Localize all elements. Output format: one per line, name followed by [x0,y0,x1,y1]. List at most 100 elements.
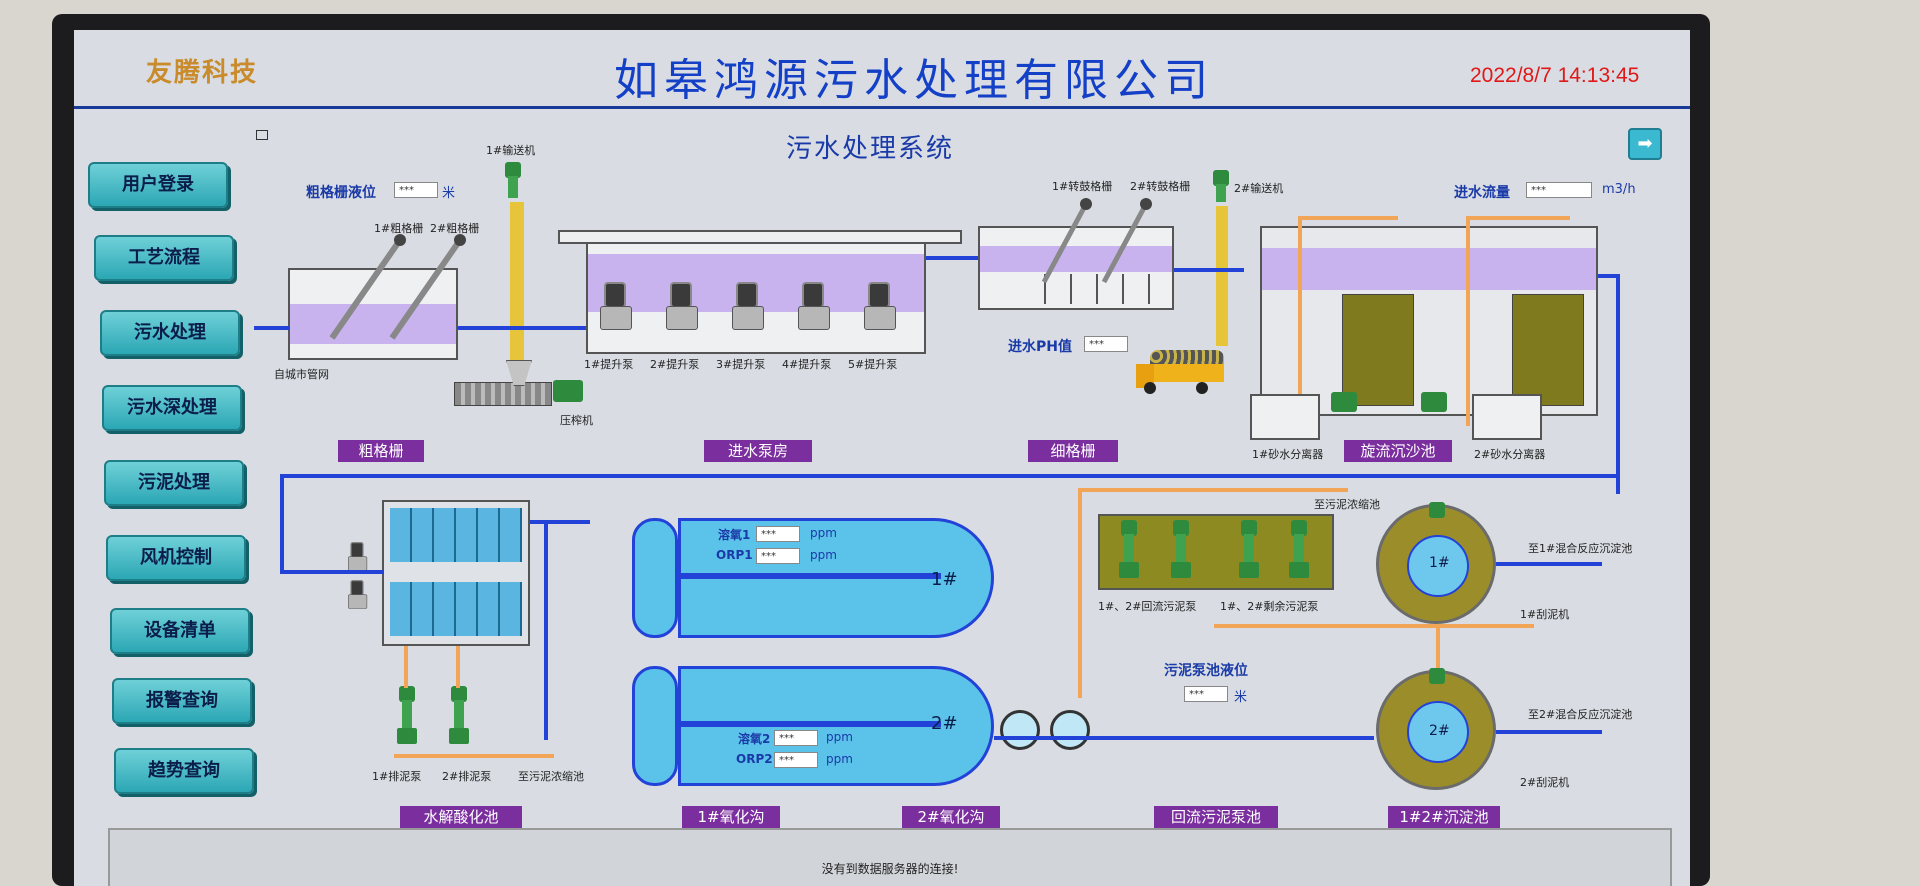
lift-pump-4-label: 4#提升泵 [782,358,832,371]
section-oxi-ditch-1: 1#氧化沟 [682,806,780,828]
scraper2-label: 2#刮泥机 [1520,776,1570,789]
drain-pump-1[interactable] [396,686,418,746]
oxidation-ditch-1: 1# [678,518,994,638]
next-page-button[interactable]: ➡ [1628,128,1662,160]
nav-trend-query[interactable]: 趋势查询 [114,748,254,794]
press-motor[interactable] [550,380,590,404]
status-panel: 没有到数据服务器的连接! [108,828,1672,886]
orp2-label: ORP2 [736,752,773,766]
nav-sewage-treatment[interactable]: 污水处理 [100,310,240,356]
do2-label: 溶氧2 [738,732,771,746]
pipe-grit-top-2 [1470,216,1570,220]
rot-grid1-label: 1#转鼓格栅 [1052,180,1113,193]
section-clarifier: 1#2#沉淀池 [1388,806,1500,828]
small-window-icon[interactable] [256,130,268,140]
drain-pump-2[interactable] [448,686,470,746]
sludge-level-value: *** [1184,686,1228,702]
dump-truck [1136,350,1228,396]
lift-pump-2[interactable] [664,282,698,332]
pipe-grit-out [1598,274,1618,278]
pipe-sludge-to-oxi [1078,488,1082,698]
pipe-left-down [280,474,284,574]
oxidation-ditch-2: 2# [678,666,994,786]
scraper1-label: 1#刮泥机 [1520,608,1570,621]
coarse-grid1-label: 1#粗格栅 [374,222,424,235]
pipe-clar2-out [1496,730,1602,734]
coarse-level-unit: 米 [442,186,456,201]
lift-pump-5[interactable] [862,282,896,332]
drain-pump-1-label: 1#排泥泵 [372,770,422,783]
lift-pump-2-label: 2#提升泵 [650,358,700,371]
return-pump-label: 1#、2#回流污泥泵 [1098,600,1197,613]
return-pump-2[interactable] [1170,520,1192,580]
lift-pump-1[interactable] [598,282,632,332]
orp2-value: *** [774,752,818,768]
section-grit-chamber: 旋流沉沙池 [1344,440,1452,462]
sand-separator-2[interactable] [1472,394,1542,440]
inflow-label: 进水流量 [1454,185,1510,201]
pipe-drain-out [394,754,554,758]
sand-sep2-motor[interactable] [1418,392,1448,414]
nav-sludge-treatment[interactable]: 污泥处理 [104,460,244,506]
clarifier2-label: 2# [1429,723,1450,739]
arrow-right-icon: ➡ [1637,133,1653,154]
do2-value: *** [774,730,818,746]
conveyor1-screw [510,202,524,362]
excess-pump-2[interactable] [1288,520,1310,580]
press-machine[interactable] [454,382,552,406]
coarse-grid2-label: 2#粗格栅 [430,222,480,235]
clarifier1-label: 1# [1429,555,1450,571]
oxi1-label: 1# [931,569,958,590]
do1-label: 溶氧1 [718,528,751,542]
pipe-clar1-out [1496,562,1602,566]
orp2-unit: ppm [826,752,853,766]
return-pump-1[interactable] [1118,520,1140,580]
nav-equipment-list[interactable]: 设备清单 [110,608,250,654]
excess-pump-1[interactable] [1238,520,1260,580]
orp1-unit: ppm [810,548,837,562]
inflow-unit: m3/h [1602,182,1636,197]
sand-separator-1[interactable] [1250,394,1320,440]
brand-logo: 友腾科技 [146,58,259,88]
nav-process-flow[interactable]: 工艺流程 [94,235,234,281]
coarse-level-label: 粗格栅液位 [306,185,376,201]
pipe-clar-link [1436,624,1440,674]
pipe-to-hydrolysis [280,570,384,574]
blower-2[interactable] [1050,710,1090,750]
pipe-return-bottom [994,736,1374,740]
pipe-sludge-top [1078,488,1348,492]
datetime-display: 2022/8/7 14:13:45 [1470,64,1640,87]
sand-sep1-motor[interactable] [1328,392,1358,414]
conveyor1-motor[interactable] [502,162,524,202]
lift-pump-3[interactable] [730,282,764,332]
nav-alarm-query[interactable]: 报警查询 [112,678,252,724]
pipe-hydro-down [544,520,548,740]
conveyor2-motor[interactable] [1210,170,1232,206]
nav-user-login[interactable]: 用户登录 [88,162,228,208]
hydrolysis-tank [382,500,530,646]
oxi2-inlet-tank [632,666,678,786]
connection-status: 没有到数据服务器的连接! [821,862,959,876]
do2-unit: ppm [826,730,853,744]
scraper2-motor[interactable] [1426,668,1448,698]
coarse-level-value: *** [394,182,438,198]
sludge-level-unit: 米 [1234,690,1248,705]
lift-pump-3-label: 3#提升泵 [716,358,766,371]
blower-1[interactable] [1000,710,1040,750]
scraper1-motor[interactable] [1426,502,1448,532]
system-title: 污水处理系统 [786,134,955,164]
nav-advanced-treatment[interactable]: 污水深处理 [102,385,242,431]
orp1-value: *** [756,548,800,564]
to-sludge-bottom-label: 至污泥浓缩池 [518,770,584,783]
pipe-hydro-to-oxi [530,520,590,524]
ph-label: 进水PH值 [1008,339,1072,355]
nav-blower-control[interactable]: 风机控制 [106,535,246,581]
pipe-fine-to-grit [1174,268,1244,272]
grit-chamber [1260,226,1598,416]
sand-sep2-label: 2#砂水分离器 [1474,448,1546,461]
conveyor2-label: 2#输送机 [1234,182,1284,195]
hydro-valve-2[interactable] [347,580,368,610]
lift-pump-4[interactable] [796,282,830,332]
clarifier-2: 2# [1376,670,1496,790]
hydro-valve-1[interactable] [347,542,368,572]
